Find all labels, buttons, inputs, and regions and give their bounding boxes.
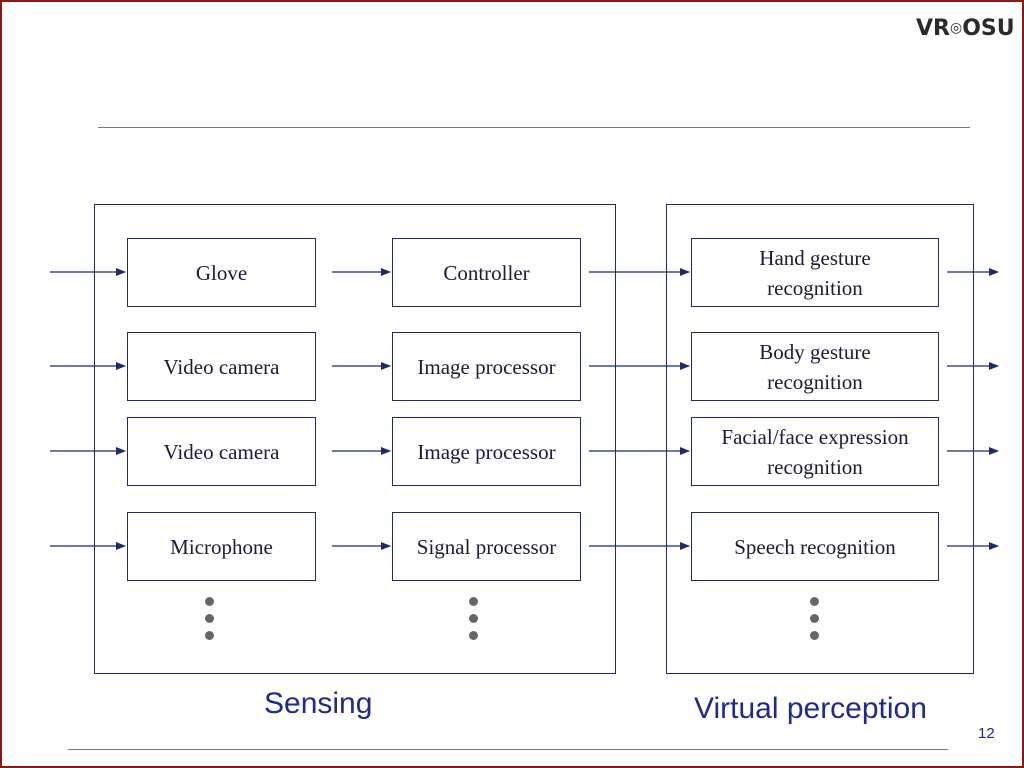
- processor-signal: Signal processor: [392, 512, 581, 581]
- sensing-frame: [94, 204, 616, 674]
- footer-divider: [68, 749, 948, 750]
- logo-osu-text: OSU: [962, 16, 1015, 41]
- device-glove: Glove: [127, 238, 316, 307]
- perception-frame: [666, 204, 974, 674]
- vr-osu-logo: VR◎OSU: [916, 16, 1015, 41]
- logo-vr-text: VR: [916, 16, 950, 41]
- title-divider: [98, 127, 970, 128]
- perception-caption: Virtual perception: [694, 692, 927, 725]
- ellipsis-dot: [810, 614, 819, 623]
- logo-separator-icon: ◎: [949, 20, 963, 36]
- ellipsis-dot: [469, 631, 478, 640]
- processor-controller: Controller: [392, 238, 581, 307]
- ellipsis-dot: [810, 631, 819, 640]
- page-number: 12: [978, 725, 995, 742]
- device-microphone: Microphone: [127, 512, 316, 581]
- recognizer-body-gesture: Body gesture recognition: [691, 332, 939, 401]
- sensing-caption: Sensing: [264, 687, 373, 720]
- ellipsis-dot: [469, 614, 478, 623]
- recognizer-speech: Speech recognition: [691, 512, 939, 581]
- device-video-camera-2: Video camera: [127, 417, 316, 486]
- processor-image-2: Image processor: [392, 417, 581, 486]
- recognizer-facial-expression: Facial/face expression recognition: [691, 417, 939, 486]
- ellipsis-dot: [469, 597, 478, 606]
- ellipsis-dot: [205, 614, 214, 623]
- ellipsis-dot: [810, 597, 819, 606]
- processor-image-1: Image processor: [392, 332, 581, 401]
- device-video-camera-1: Video camera: [127, 332, 316, 401]
- ellipsis-dot: [205, 597, 214, 606]
- recognizer-hand-gesture: Hand gesture recognition: [691, 238, 939, 307]
- ellipsis-dot: [205, 631, 214, 640]
